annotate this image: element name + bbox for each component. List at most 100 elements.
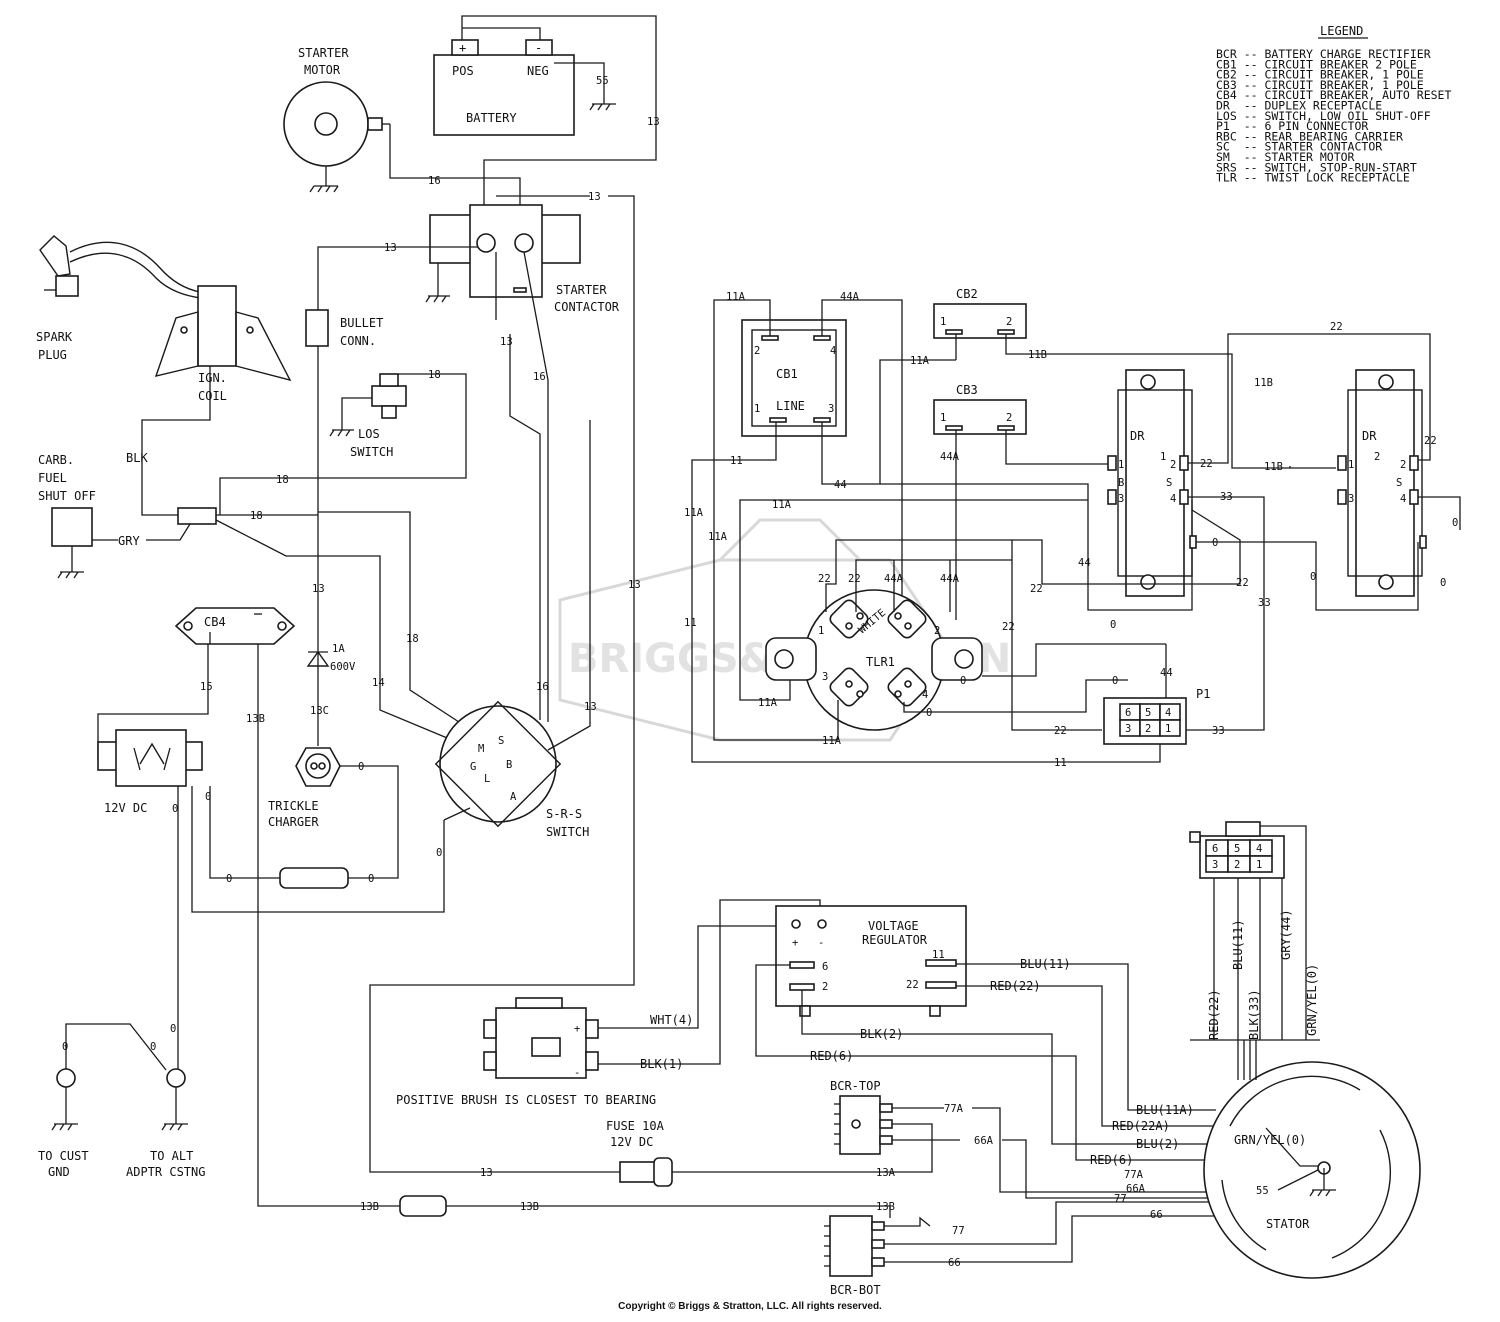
duplex-receptacle-1: DR 1 1 B 3 2 S 4 [1107,369,1197,597]
svg-text:55: 55 [596,75,609,87]
battery: + - POS NEG BATTERY [433,39,575,136]
svg-text:14: 14 [372,677,385,689]
svg-text:4: 4 [1400,493,1406,505]
svg-text:1: 1 [940,316,946,328]
svg-text:22: 22 [1424,435,1437,447]
svg-text:3: 3 [828,403,834,415]
svg-text:77A: 77A [1124,1169,1144,1181]
svg-text:S: S [1396,477,1402,489]
svg-text:CARB.: CARB. [38,453,74,467]
cb2-breaker: CB2 1 2 [933,287,1027,339]
trickle-charger: TRICKLE CHARGER [268,747,341,829]
alt-adptr-cstng: TO ALT ADPTR CSTNG [126,1068,205,1179]
voltage-regulator: + - VOLTAGE REGULATOR 6 2 11 22 [775,905,967,1017]
svg-text:MOTOR: MOTOR [304,63,341,77]
svg-text:15: 15 [200,681,213,693]
connector-block [177,507,217,525]
svg-text:600V: 600V [330,661,356,673]
svg-text:66A: 66A [1126,1183,1146,1195]
svg-text:CONTACTOR: CONTACTOR [554,300,620,314]
svg-text:G: G [470,761,476,773]
svg-text:SWITCH: SWITCH [546,825,589,839]
svg-text:13: 13 [584,701,597,713]
legend-entry: CB2 -- CIRCUIT BREAKER, 1 POLE [1216,68,1424,82]
legend-entry: DR -- DUPLEX RECEPTACLE [1216,99,1382,113]
svg-text:1: 1 [1348,459,1354,471]
svg-text:11A: 11A [758,697,778,709]
svg-text:11A: 11A [910,355,930,367]
svg-text:5: 5 [1234,843,1240,855]
legend-entry: RBC -- REAR BEARING CARRIER [1216,129,1403,143]
watermark: BRIGGS&STRATTON [558,518,1011,742]
svg-text:11A: 11A [708,531,728,543]
svg-text:0: 0 [368,873,374,885]
svg-text:11A: 11A [822,735,842,747]
svg-text:0: 0 [1110,619,1116,631]
svg-text:BULLET: BULLET [340,316,383,330]
svg-text:2: 2 [822,981,828,993]
svg-text:BCR-TOP: BCR-TOP [830,1079,881,1093]
svg-text:16: 16 [428,175,441,187]
duplex-receptacle-2: DR 2 1 3 S 2 4 [1337,369,1427,597]
svg-text:44: 44 [834,479,847,491]
svg-text:44: 44 [1078,557,1091,569]
svg-text:FUSE 10A: FUSE 10A [606,1119,665,1133]
svg-text:0: 0 [150,1041,156,1053]
svg-text:B: B [1118,477,1124,489]
svg-text:11B: 11B [1028,349,1047,361]
svg-text:SPARK: SPARK [36,330,73,344]
svg-text:A: A [510,791,517,803]
cb1-breaker: 2 4 CB1 1 LINE 3 [741,319,847,437]
svg-text:66A: 66A [974,1135,994,1147]
ignition-coil: IGN. COIL [154,285,292,403]
svg-text:-: - [818,937,824,949]
spark-plug: SPARK PLUG [36,235,79,362]
svg-text:BLU(11): BLU(11) [1020,957,1071,971]
svg-text:11: 11 [932,949,945,961]
svg-text:1: 1 [1165,723,1171,735]
svg-text:GRY: GRY [118,534,140,548]
svg-text:S: S [498,735,504,747]
svg-text:2: 2 [1400,459,1406,471]
svg-text:4: 4 [830,345,836,357]
svg-text:CB3: CB3 [956,383,978,397]
svg-text:S-R-S: S-R-S [546,807,582,821]
svg-text:2: 2 [1006,412,1012,424]
svg-text:REGULATOR: REGULATOR [862,933,928,947]
svg-text:TLR1: TLR1 [866,655,895,669]
legend-entry: BCR -- BATTERY CHARGE RECTIFIER [1216,47,1431,61]
legend-title: LEGEND [1320,24,1363,38]
svg-text:FUEL: FUEL [38,471,67,485]
svg-text:BLK(1): BLK(1) [640,1057,683,1071]
starter-motor: STARTER MOTOR [283,46,390,193]
svg-text:DR: DR [1362,429,1377,443]
svg-text:-: - [574,1067,580,1079]
svg-text:RED(22): RED(22) [1207,989,1221,1040]
svg-text:TRICKLE: TRICKLE [268,799,319,813]
svg-text:0: 0 [172,803,178,815]
svg-text:1: 1 [1256,859,1262,871]
svg-text:+: + [459,41,466,55]
svg-text:2: 2 [1006,316,1012,328]
svg-text:+: + [574,1023,580,1035]
svg-text:L: L [484,773,490,785]
svg-text:13A: 13A [876,1167,896,1179]
cb4-breaker: CB4 [174,607,296,645]
stator: STATOR [1203,1061,1421,1279]
svg-text:44A: 44A [940,573,960,585]
svg-text:6: 6 [1212,843,1218,855]
svg-text:CB1: CB1 [776,367,798,381]
svg-text:GND: GND [48,1165,70,1179]
svg-text:CONN.: CONN. [340,334,376,348]
bullet-connector: BULLET CONN. [305,309,383,348]
svg-text:0: 0 [1452,517,1458,529]
copyright-notice: Copyright © Briggs & Stratton, LLC. All … [618,1301,882,1312]
svg-text:+: + [792,937,798,949]
legend-entry: CB4 -- CIRCUIT BREAKER, AUTO RESET [1216,88,1451,102]
legend-entry: TLR -- TWIST LOCK RECEPTACLE [1216,171,1410,185]
svg-text:RED(6): RED(6) [810,1049,853,1063]
svg-text:0: 0 [960,675,966,687]
svg-text:1A: 1A [332,643,345,655]
